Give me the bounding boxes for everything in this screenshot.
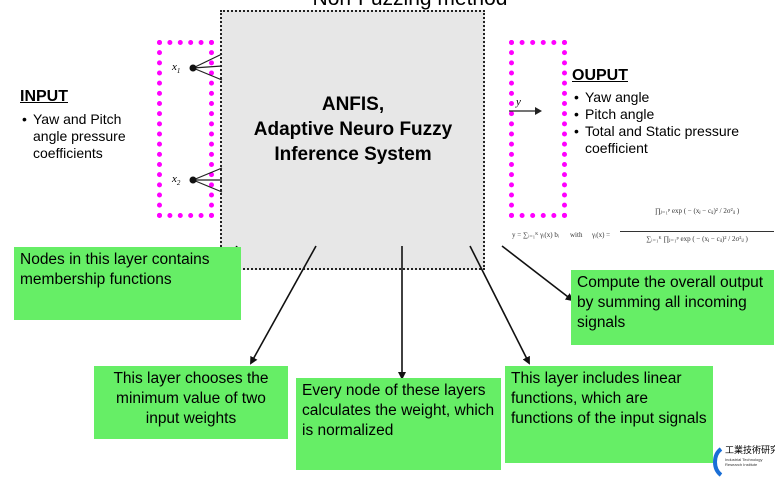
output-item: Yaw angle bbox=[572, 89, 772, 106]
output-item: Total and Static pressure coefficient bbox=[572, 123, 772, 157]
input-nodes-graphic bbox=[189, 53, 223, 193]
formula-numerator: ∏ⱼ₌₁ᵖ exp ( − (xⱼ − cᵢⱼ)² / 2σ²ᵢⱼ ) bbox=[654, 207, 740, 215]
arrow-linear bbox=[469, 245, 530, 365]
diagram-title: Non-Fuzzing method bbox=[260, 0, 560, 11]
x1-label: x1 bbox=[172, 61, 181, 76]
output-heading: OUPUT bbox=[572, 67, 628, 84]
input-list: Yaw and Pitch angle pressure coefficient… bbox=[20, 111, 155, 162]
formula-fraction-bar bbox=[620, 231, 774, 232]
x2-label: x2 bbox=[172, 173, 181, 188]
formula-lhs: y = ∑ᵢ₌₁ᴷ γᵢ(x) bᵢ bbox=[512, 231, 559, 239]
formula-with: with bbox=[570, 231, 583, 239]
output-node-frame bbox=[509, 40, 567, 218]
anfis-box bbox=[220, 10, 485, 270]
output-arrow-graphic bbox=[509, 107, 542, 115]
anfis-line-3: Inference System bbox=[274, 144, 432, 165]
arrow-overall bbox=[501, 245, 574, 302]
box-membership: Nodes in this layer contains membership … bbox=[14, 247, 241, 320]
anfis-label: ANFIS, Adaptive Neuro Fuzzy Inference Sy… bbox=[222, 92, 484, 167]
box-weight: Every node of these layers calculates th… bbox=[296, 378, 501, 470]
input-node-1 bbox=[189, 64, 197, 72]
input-item: Yaw and Pitch angle pressure coefficient… bbox=[20, 111, 155, 162]
box-overall: Compute the overall output by summing al… bbox=[571, 270, 774, 345]
output-list: Yaw angle Pitch angle Total and Static p… bbox=[572, 89, 772, 157]
box-minimum: This layer chooses the minimum value of … bbox=[94, 366, 288, 439]
input-node-2 bbox=[189, 176, 197, 184]
logo-japanese: 工業技術研究院 bbox=[725, 445, 775, 455]
box-linear: This layer includes linear functions, wh… bbox=[505, 366, 713, 463]
logo-mark bbox=[713, 447, 723, 477]
formula-rhs: γᵢ(x) = bbox=[592, 231, 611, 239]
output-item: Pitch angle bbox=[572, 106, 772, 123]
output-formula: y = ∑ᵢ₌₁ᴷ γᵢ(x) bᵢ with γᵢ(x) = ∏ⱼ₌₁ᵖ ex… bbox=[512, 205, 774, 267]
anfis-line-2: Adaptive Neuro Fuzzy bbox=[253, 119, 453, 140]
anfis-line-1: ANFIS, bbox=[321, 94, 385, 115]
institute-logo: 工業技術研究院 Industrial Technology Research I… bbox=[711, 443, 775, 477]
input-node-frame bbox=[157, 40, 214, 218]
logo-english-1: Industrial Technology bbox=[725, 457, 763, 462]
y-label: y bbox=[516, 96, 521, 108]
formula-denominator: ∑ᵢ₌₁ᴷ ∏ⱼ₌₁ᵖ exp ( − (xⱼ − cᵢⱼ)² / 2σ²ᵢⱼ … bbox=[646, 235, 748, 243]
input-heading: INPUT bbox=[20, 88, 68, 105]
arrow-minimum bbox=[250, 245, 317, 365]
logo-english-2: Research Institute bbox=[725, 462, 758, 467]
